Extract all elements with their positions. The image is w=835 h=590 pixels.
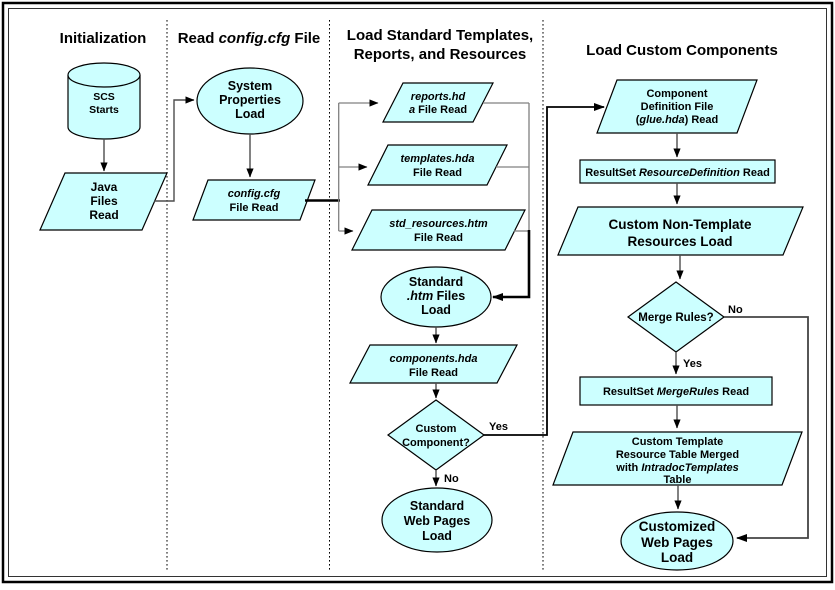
node-label: Table [664,474,692,486]
std-resources-htm-file-read-parallelogram [351,209,526,251]
node-label: Resources Load [627,234,732,249]
node-label: System [228,79,272,93]
column-read-config: Read config.cfg File System Properties L… [178,30,340,221]
arrow-java-to-sysprops [154,96,195,202]
column-title: Initialization [60,30,147,47]
node-label: Custom Template [632,436,723,448]
node-label: (glue.hda) Read [636,114,719,126]
resultset-mergerules-rect [579,376,773,406]
custom-template-merged-parallelogram [552,431,803,486]
reports-hda-file-read-parallelogram [382,82,494,123]
scs-starts-cylinder-top [67,62,141,88]
node-label: templates.hda [401,153,475,165]
column-load-standard: Load Standard Templates, Reports, and Re… [338,27,605,553]
node-label: ResultSet MergeRules Read [603,386,749,398]
node-label: File Read [409,367,458,379]
node-label: Properties [219,93,281,107]
edge-label-yes: Yes [489,421,508,433]
java-files-read-parallelogram [39,172,168,231]
node-label: Load [422,529,452,543]
custom-non-template-resources-parallelogram [557,206,804,256]
inner-border [8,8,827,577]
node-label: a File Read [409,104,467,116]
node-label: Read [89,208,118,222]
components-hda-file-read-parallelogram [349,344,518,384]
arrow-merge-to-stdhtm [492,230,531,301]
node-label: Web Pages [404,514,471,528]
node-label: Java [91,180,118,194]
node-label: File Read [414,232,463,244]
standard-web-pages-load-ellipse [381,487,493,553]
node-label: reports.hd [411,91,466,103]
node-label: Custom [416,423,457,435]
edge-label-yes: Yes [683,358,702,370]
node-label: Customized [639,519,716,534]
arrow-no-to-customizedweb [724,316,809,542]
column-load-custom: Load Custom Components Component Definit… [552,42,809,571]
node-label: Merge Rules? [638,312,713,324]
templates-hda-file-read-parallelogram [367,144,508,186]
node-label: Web Pages [641,535,713,550]
column-title: Read config.cfg File [178,30,321,47]
node-label: Load [235,107,265,121]
node-label: File Read [413,167,462,179]
node-label: Resource Table Merged [616,449,739,461]
node-label: Standard [410,499,464,513]
node-label: Load [661,550,693,565]
column-initialization: Initialization SCS Starts Java Files Rea… [39,30,195,231]
node-label: SCS [93,91,115,103]
node-label: with IntradocTemplates [615,462,738,474]
node-label: Component? [402,437,470,449]
node-label: components.hda [389,353,477,365]
node-label: Custom Non-Template [608,217,751,232]
node-label: Files [90,194,118,208]
node-label: Component [646,88,707,100]
node-label: std_resources.htm [389,218,488,230]
node-label: Definition File [641,101,714,113]
column-title: Load Custom Components [586,42,778,59]
column-title: Reports, and Resources [354,46,527,63]
node-label: Starts [89,104,119,116]
customized-web-pages-load-ellipse [620,511,734,571]
config-cfg-file-read-parallelogram [192,179,316,221]
node-label: Standard [409,275,463,289]
node-label: ResultSet ResourceDefinition Read [585,167,770,179]
component-definition-file-parallelogram [596,79,758,134]
edge-label-no: No [728,304,743,316]
node-label: File Read [230,202,279,214]
edge-label-no: No [444,473,459,485]
arrow-yes-to-compdef [484,103,605,436]
scs-starts-cylinder [67,75,141,140]
node-label: Load [421,303,451,317]
column-title: Load Standard Templates, [347,27,533,44]
node-label: config.cfg [228,188,281,200]
node-label: .htm Files [407,289,465,303]
